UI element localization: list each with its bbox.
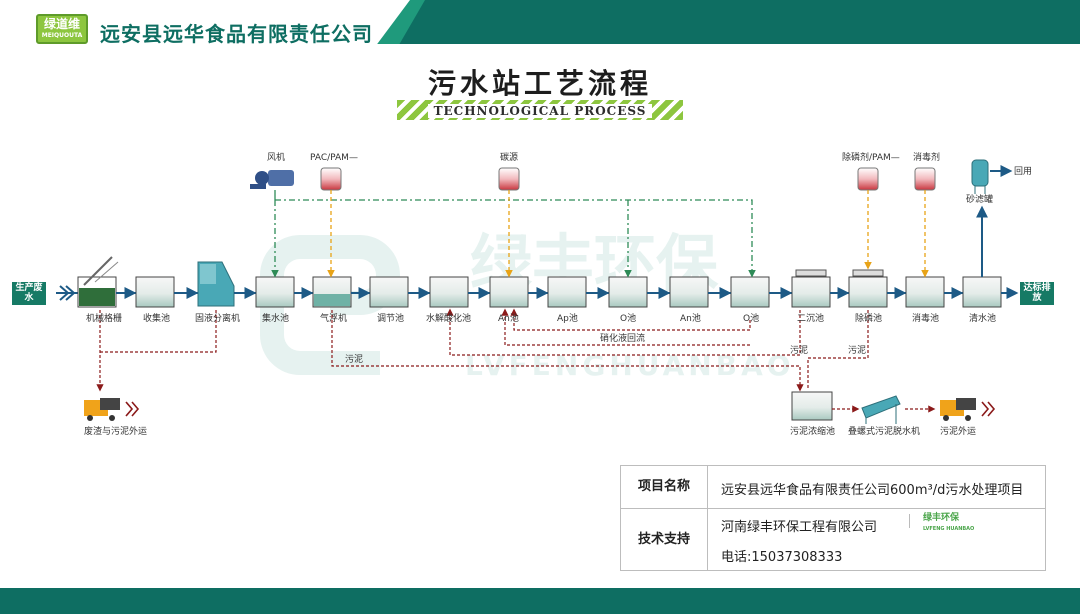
tank-adjust [369, 276, 409, 308]
label-sludge-1: 污泥 [345, 353, 363, 365]
tank-sump [255, 276, 295, 308]
dose-phos [857, 167, 879, 191]
label-nitrate-return: 硝化液回流 [600, 332, 645, 344]
project-info-table: 项目名称 远安县远华食品有限责任公司600m³/d污水处理项目 技术支持 河南绿… [620, 465, 1046, 571]
dose-disinf [914, 167, 936, 191]
project-key: 项目名称 [621, 466, 708, 508]
sand-filter-tank [971, 159, 989, 194]
fan-blower [250, 170, 294, 189]
label-sec: 二沉池 [797, 312, 824, 324]
label-pac: PAC/PAM— [310, 153, 358, 163]
screw-press [861, 395, 901, 424]
tank-grid [77, 256, 119, 308]
label-screw-press: 叠螺式污泥脱水机 [848, 425, 920, 437]
truck-sludge [940, 398, 996, 421]
tank-o1 [608, 276, 648, 308]
company-name: 远安县远华食品有限责任公司 [100, 22, 373, 46]
label-thickener: 污泥浓缩池 [790, 425, 835, 437]
label-sludge-out: 污泥外运 [940, 425, 976, 437]
tank-sec [791, 269, 831, 308]
label-sludge-2: 污泥 [790, 344, 808, 356]
tank-disinf [905, 276, 945, 308]
footer-bar [0, 588, 1080, 614]
phone-value: 电话:15037308333 [721, 550, 843, 565]
label-sludge-3: 污泥 [848, 344, 866, 356]
label-ap: Ap池 [557, 312, 578, 324]
label-reuse: 回用 [1014, 166, 1032, 177]
label-adjust: 调节池 [377, 312, 404, 324]
inlet-badge: 生产废水 [12, 282, 46, 305]
label-sump: 集水池 [262, 312, 289, 324]
tank-o2 [730, 276, 770, 308]
label-disinf-dose: 消毒剂 [913, 151, 940, 163]
page-title: 污水站工艺流程 [427, 67, 652, 100]
project-row: 项目名称 远安县远华食品有限责任公司600m³/d污水处理项目 [621, 466, 1045, 509]
tank-clear [962, 276, 1002, 308]
label-phos-dose: 除磷剂/PAM— [842, 151, 900, 163]
support-value: 河南绿丰环保工程有限公司 [721, 520, 878, 535]
label-waste-out: 废渣与污泥外运 [84, 425, 147, 437]
label-an2: An池 [680, 312, 701, 324]
tank-an1 [489, 276, 529, 308]
page-subtitle: TECHNOLOGICAL PROCESS [397, 100, 683, 120]
tank-separator [197, 261, 235, 307]
label-collect: 收集池 [143, 312, 170, 324]
label-float: 气浮机 [320, 312, 347, 324]
label-phos: 除磷池 [855, 312, 882, 324]
label-o1: O池 [620, 312, 636, 324]
dose-pac [320, 167, 342, 191]
label-fan: 风机 [267, 151, 285, 163]
label-sand-filter: 砂滤罐 [966, 193, 993, 205]
tank-hydro [429, 276, 469, 308]
label-disinf: 消毒池 [912, 312, 939, 324]
sludge-thickener [791, 391, 833, 421]
tank-phos [848, 269, 888, 308]
project-value: 远安县远华食品有限责任公司600m³/d污水处理项目 [721, 483, 1024, 498]
tank-float [312, 276, 352, 308]
label-grid: 机械格栅 [86, 312, 122, 324]
label-carbon: 碳源 [500, 151, 518, 163]
label-clear: 清水池 [969, 312, 996, 324]
truck-waste [84, 398, 140, 421]
label-separator: 固液分离机 [195, 312, 240, 324]
dose-carbon [498, 167, 520, 191]
label-o2: O池 [743, 312, 759, 324]
support-key: 技术支持 [621, 509, 708, 570]
tank-an2 [669, 276, 709, 308]
tank-ap [547, 276, 587, 308]
tank-collect [135, 276, 175, 308]
outlet-badge: 达标排放 [1020, 282, 1054, 305]
label-an1: An池 [498, 312, 519, 324]
label-hydro: 水解酸化池 [426, 312, 471, 324]
